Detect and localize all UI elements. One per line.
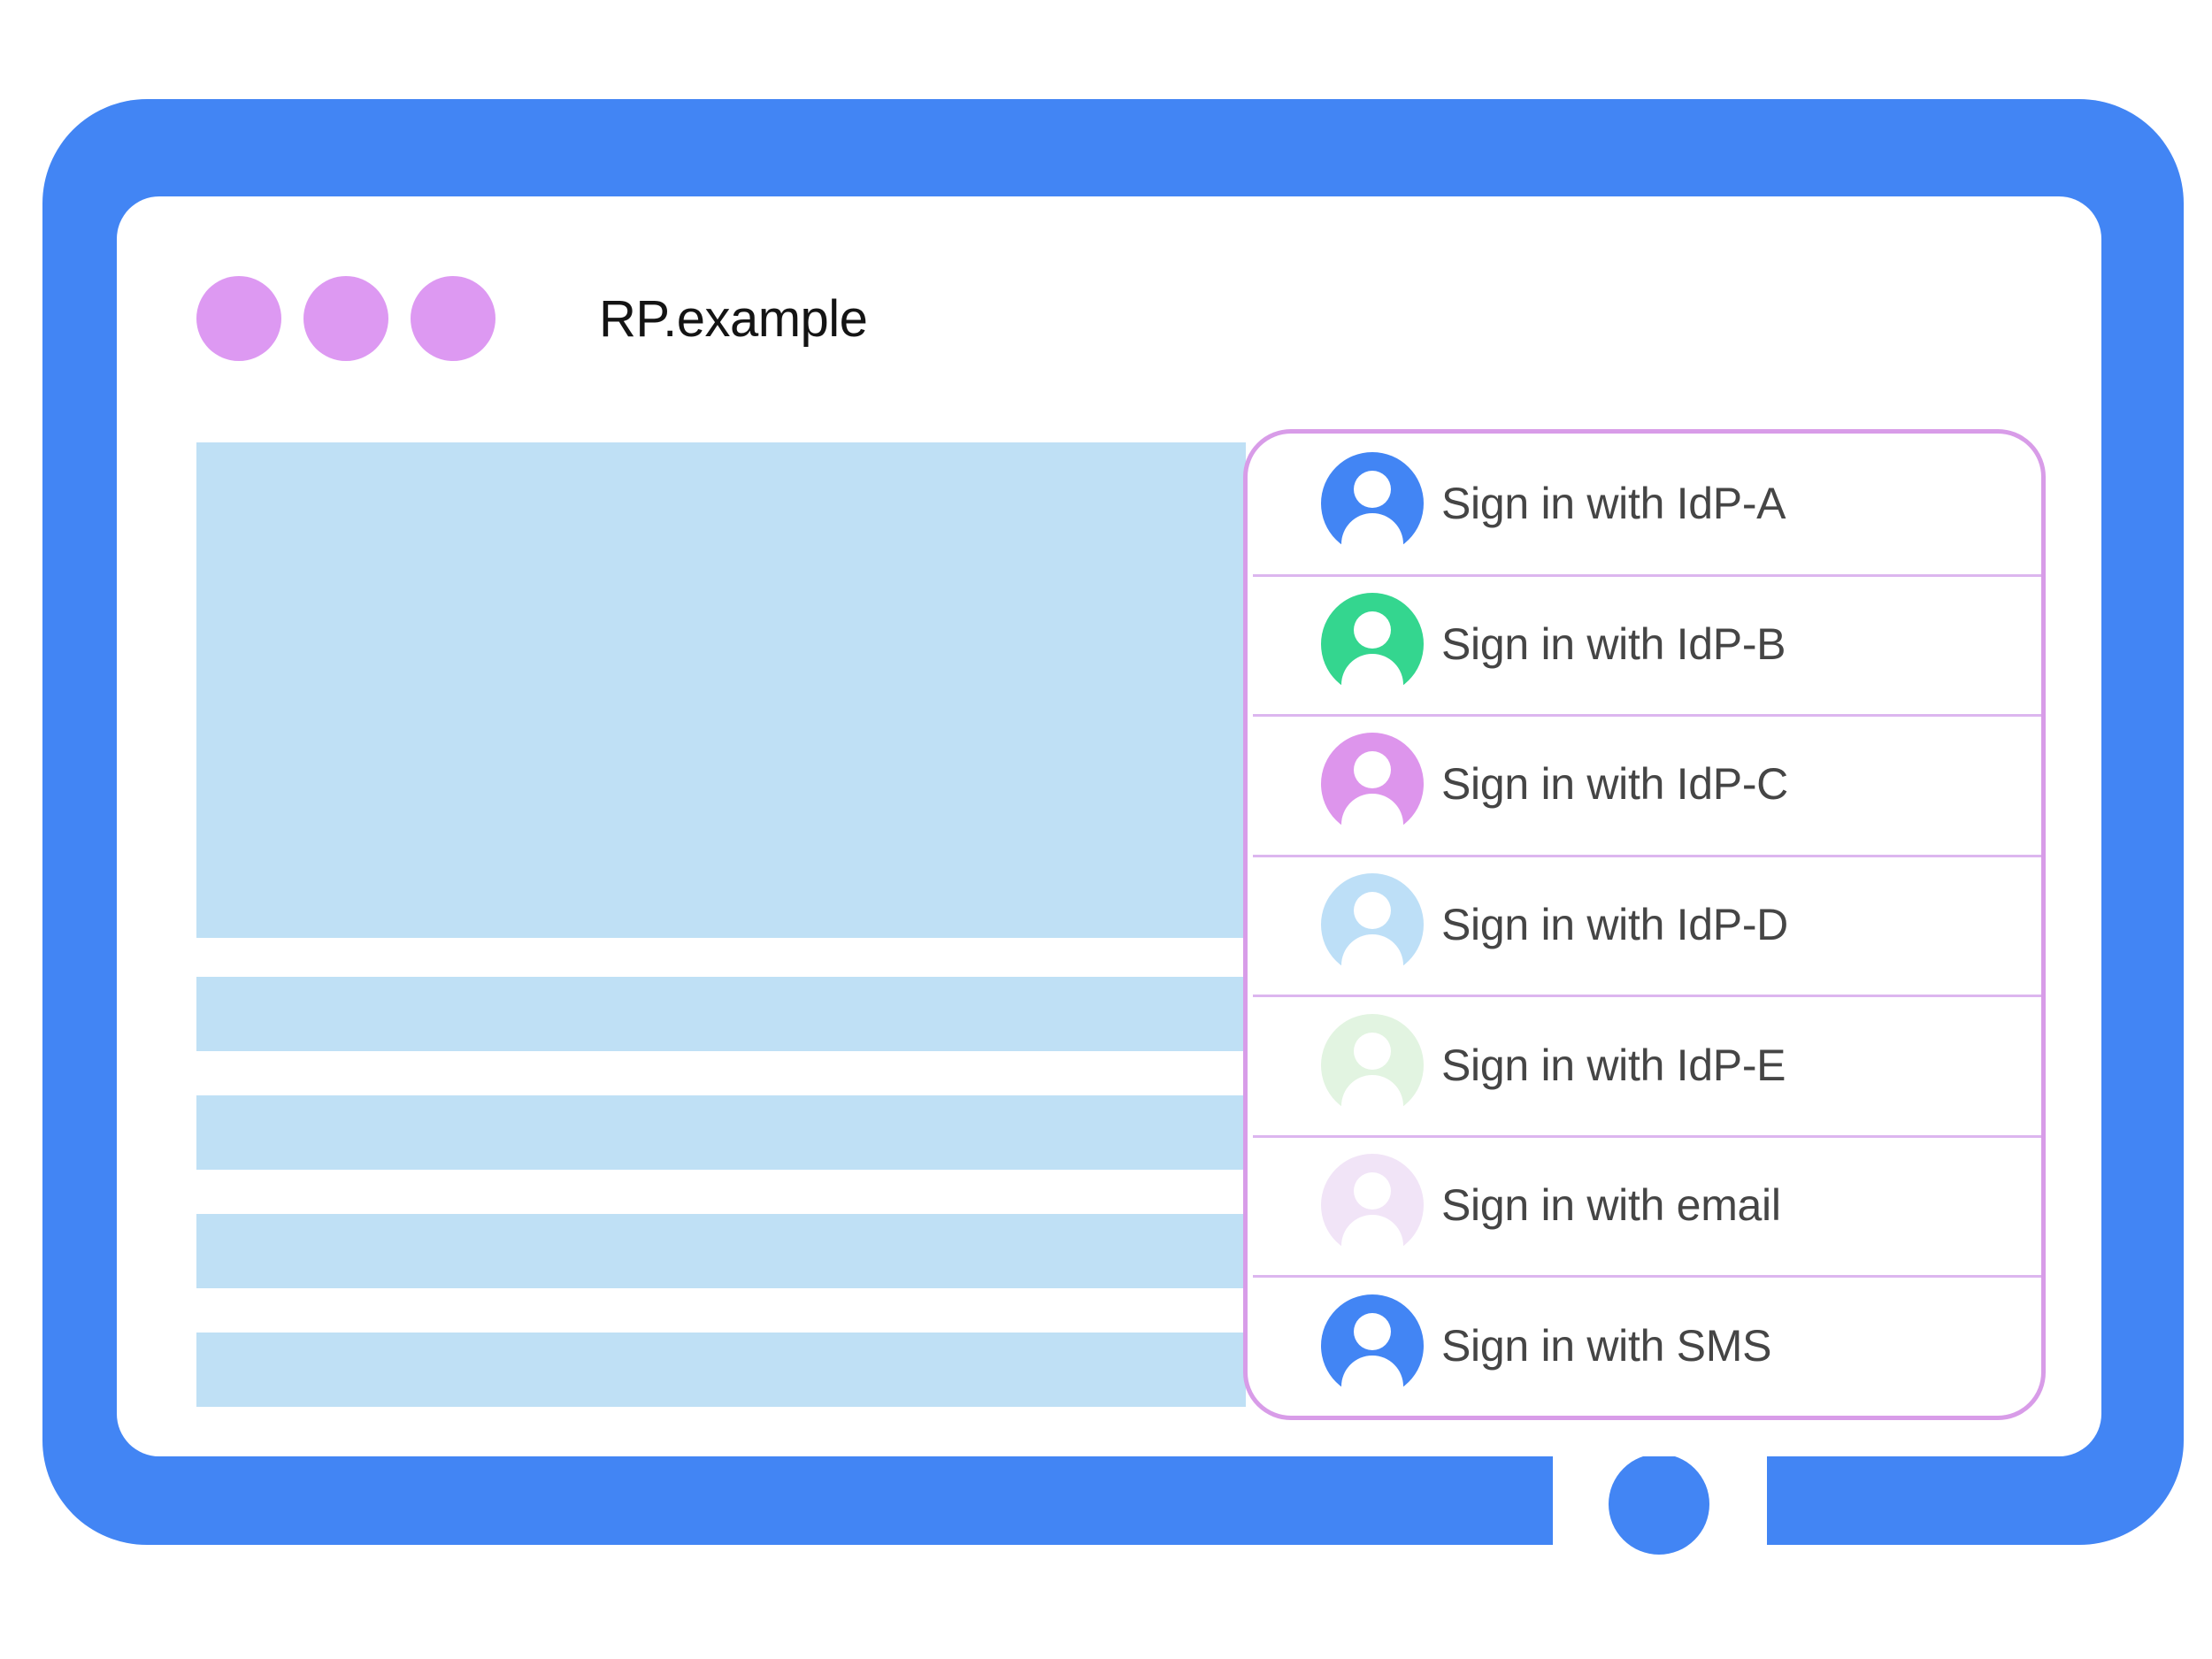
signin-option-2[interactable]: Sign in with IdP-B (1248, 573, 2041, 716)
signin-option-4[interactable]: Sign in with IdP-D (1248, 854, 2041, 997)
content-line-placeholder-1 (196, 977, 1246, 1051)
browser-titlebar: RP.example (196, 276, 868, 361)
signin-option-label: Sign in with IdP-C (1441, 759, 1788, 810)
avatar-body (1341, 1215, 1403, 1278)
avatar-body (1341, 934, 1403, 997)
content-line-placeholder-4 (196, 1333, 1246, 1407)
window-dot-maximize-icon[interactable] (411, 276, 495, 361)
avatar-body (1341, 794, 1403, 856)
page-title: RP.example (599, 289, 868, 348)
content-line-placeholder-3 (196, 1214, 1246, 1288)
avatar-head (1354, 892, 1391, 930)
signin-option-1[interactable]: Sign in with IdP-A (1248, 434, 2041, 576)
person-avatar-icon (1321, 452, 1424, 576)
signin-option-label: Sign in with IdP-E (1441, 1040, 1786, 1090)
content-line-placeholder-2 (196, 1095, 1246, 1170)
person-avatar-icon (1321, 592, 1424, 716)
signin-account-chooser-card: Sign in with IdP-A Sign in with IdP-B Sign… (1243, 429, 2046, 1420)
avatar-head (1354, 1312, 1391, 1350)
person-avatar-icon (1321, 1154, 1424, 1278)
signin-option-list: Sign in with IdP-A Sign in with IdP-B Sign… (1248, 434, 2041, 1416)
avatar-body (1341, 513, 1403, 576)
person-avatar-icon (1321, 873, 1424, 997)
avatar-body (1341, 1355, 1403, 1416)
signin-option-7[interactable]: Sign in with SMS (1248, 1275, 2041, 1416)
home-button[interactable] (1609, 1454, 1709, 1555)
avatar-head (1354, 1172, 1391, 1210)
signin-option-5[interactable]: Sign in with IdP-E (1248, 995, 2041, 1137)
person-avatar-icon (1321, 1013, 1424, 1137)
avatar-head (1354, 751, 1391, 789)
person-avatar-icon (1321, 1294, 1424, 1416)
window-dot-close-icon[interactable] (196, 276, 281, 361)
avatar-body (1341, 1074, 1403, 1137)
signin-option-6[interactable]: Sign in with email (1248, 1134, 2041, 1278)
signin-option-label: Sign in with IdP-A (1441, 479, 1786, 529)
avatar-body (1341, 653, 1403, 716)
signin-option-label: Sign in with email (1441, 1180, 1781, 1231)
window-dot-minimize-icon[interactable] (303, 276, 388, 361)
signin-option-3[interactable]: Sign in with IdP-C (1248, 714, 2041, 856)
avatar-head (1354, 611, 1391, 649)
page-content-placeholders (196, 442, 1246, 1407)
content-hero-placeholder (196, 442, 1246, 938)
avatar-head (1354, 471, 1391, 509)
avatar-head (1354, 1032, 1391, 1070)
signin-option-label: Sign in with IdP-B (1441, 618, 1786, 669)
signin-option-label: Sign in with SMS (1441, 1320, 1772, 1371)
person-avatar-icon (1321, 733, 1424, 856)
signin-option-label: Sign in with IdP-D (1441, 900, 1788, 950)
